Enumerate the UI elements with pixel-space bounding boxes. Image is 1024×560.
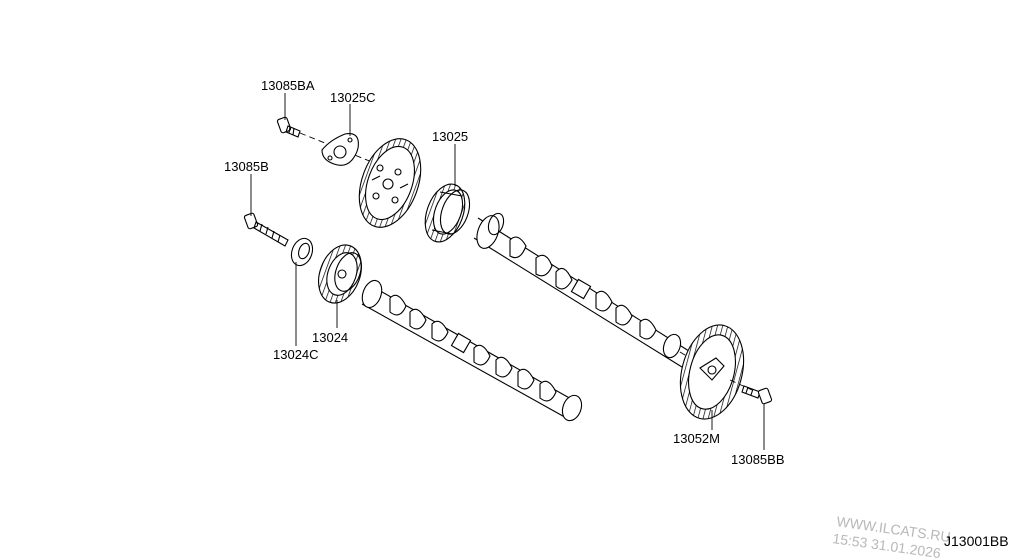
gear-13024[interactable]: [311, 239, 369, 309]
label-13025[interactable]: 13025: [432, 129, 468, 144]
sprocket-disc[interactable]: [348, 130, 432, 236]
label-13085b[interactable]: 13085B: [224, 159, 269, 174]
sprocket-ring-13025[interactable]: [418, 179, 475, 248]
gear-13052m[interactable]: [671, 318, 754, 426]
label-13024c[interactable]: 13024C: [273, 347, 319, 362]
diagram-code: J13001BB: [944, 533, 1009, 549]
camshaft-upper[interactable]: [473, 211, 701, 373]
label-13052m[interactable]: 13052M: [673, 431, 720, 446]
bolt-13085ba[interactable]: [276, 116, 301, 138]
label-13085bb[interactable]: 13085BB: [731, 452, 785, 467]
bolt-13085b[interactable]: [243, 212, 289, 247]
label-13025c[interactable]: 13025C: [330, 90, 376, 105]
label-13024[interactable]: 13024: [312, 330, 348, 345]
leader-lines: [250, 93, 765, 450]
label-13085ba[interactable]: 13085BA: [261, 78, 315, 93]
bolt-13085bb[interactable]: [741, 385, 773, 405]
washer-13024c[interactable]: [288, 235, 316, 268]
camshaft-lower[interactable]: [359, 278, 585, 424]
plate-13025c[interactable]: [321, 133, 359, 166]
